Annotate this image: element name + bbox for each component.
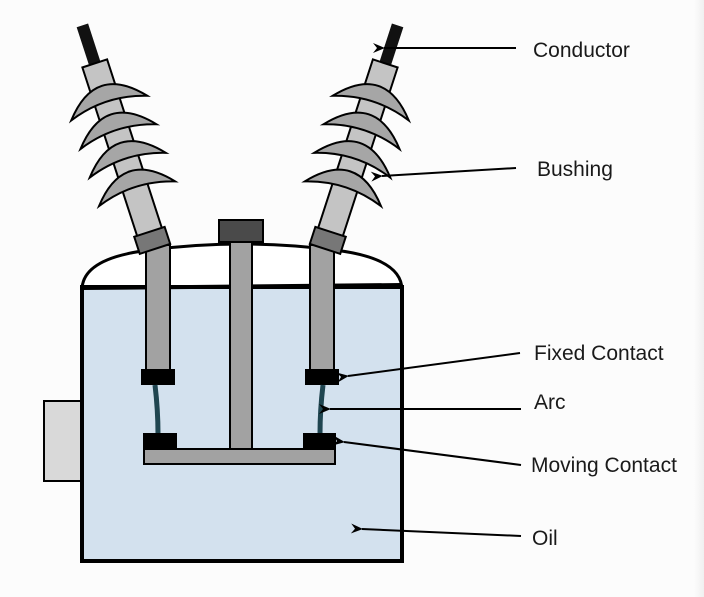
left-bushing [68,23,179,256]
label-arc: Arc [534,391,566,414]
top-cap [218,219,264,243]
right-bushing-shed-1 [329,83,412,124]
right-bushing-collar [308,225,348,256]
label-bushing: Bushing [537,158,613,181]
label-conductor: Conductor [533,39,630,62]
left-bushing-shed-2 [78,111,161,153]
operating-rod [229,241,253,451]
right-bushing-shed-2 [319,111,402,153]
right-arc [317,384,326,435]
bushing-arrow [370,167,517,182]
fixed-contact-arrow [336,352,521,383]
left-bushing-shed-1 [68,83,151,124]
left-conductor-cable [76,23,102,71]
label-fixed-contact: Fixed Contact [534,342,664,365]
moving-contact-crossbar [143,448,336,465]
oil-arrow [350,523,522,537]
left-bushing-shed-4 [96,168,179,210]
right-bushing-shed-4 [301,168,384,210]
left-conductor-rod [145,244,171,372]
right-fixed-contact [305,369,339,385]
moving-contact-arrow [332,435,522,466]
label-moving-contact: Moving Contact [531,454,677,477]
right-edge-shade [694,0,704,597]
right-bushing [301,23,412,256]
left-arc [152,384,161,435]
right-conductor-cable [378,23,404,71]
left-bushing-shed-3 [87,140,170,181]
right-moving-contact [303,433,336,450]
left-fixed-contact [141,369,175,385]
side-box [43,400,83,482]
left-bushing-collar [132,225,172,256]
right-conductor-rod [309,244,335,372]
left-moving-contact [143,433,177,450]
label-oil: Oil [532,527,558,550]
right-bushing-shed-3 [310,140,393,181]
